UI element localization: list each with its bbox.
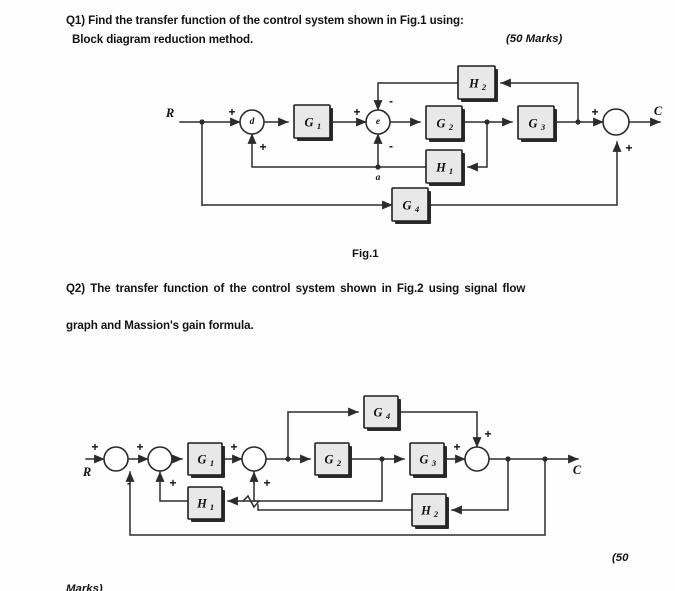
fig2-sum-junction-3[interactable] <box>241 446 267 472</box>
fig2-sign-sum1-minus: - <box>127 476 131 490</box>
fig1-block-G4[interactable]: G 4 <box>391 187 431 224</box>
fig1-block-G2-label: G <box>436 117 445 131</box>
fig1-block-G3-sub: 3 <box>540 122 546 132</box>
fig2-wire-node-to-h2 <box>451 458 509 515</box>
fig2-block-G2-label: G <box>324 453 333 467</box>
fig2-block-G3[interactable]: G 3 <box>409 442 447 478</box>
fig2-wire-h1-to-sum2 <box>155 471 189 502</box>
fig2-output-label-C: C <box>573 463 582 477</box>
fig1-block-H2[interactable]: H 2 <box>457 65 498 102</box>
fig2-wire-g4-to-sum4 <box>397 411 482 448</box>
fig1-block-H1[interactable]: H 1 <box>425 149 465 186</box>
fig2-block-G3-label: G <box>419 453 428 467</box>
fig1-block-H2-sub: 2 <box>481 82 487 92</box>
fig2-block-G1-label: G <box>197 453 206 467</box>
fig1-block-G3-label: G <box>528 117 537 131</box>
fig2-wire-outer-feedback-to-sum1 <box>125 458 546 536</box>
fig2-wire-node-to-g4 <box>287 407 359 460</box>
fig2-wire-node-g2-to-h1-rail <box>235 458 383 502</box>
fig1-sign-e-plus-in: + <box>353 105 360 119</box>
fig2-node-dot-output-2 <box>542 456 548 462</box>
node-dot-a <box>375 164 381 170</box>
fig2-block-G4[interactable]: G 4 <box>363 395 401 431</box>
fig1-input-label-R: R <box>165 106 174 120</box>
fig1-svg-canvas: H 2 G 1 G 2 G 3 <box>165 65 663 224</box>
fig1-sign-d-plus-fb: + <box>259 140 266 154</box>
fig1-block-G3[interactable]: G 3 <box>517 105 557 142</box>
q2-marks-label: (50 <box>612 552 629 564</box>
fig2-block-G2-sub: 2 <box>336 458 342 468</box>
figure-1-caption: Fig.1 <box>352 248 379 260</box>
fig1-block-G1-label: G <box>304 116 313 130</box>
q1-question-line-2: Block diagram reduction method. <box>72 33 254 46</box>
fig2-sign-sum1-plus: + <box>91 440 98 454</box>
fig1-block-H2-label: H <box>468 77 480 91</box>
fig2-sum-junction-2[interactable] <box>147 446 173 472</box>
fig1-output-label-C: C <box>654 104 663 118</box>
node-dot-g2-out <box>484 119 490 125</box>
fig1-block-H1-sub: 1 <box>449 166 453 176</box>
fig2-sum-junction-1[interactable] <box>103 446 129 472</box>
fig1-sum-junction-d[interactable]: d <box>239 109 265 135</box>
q2-question-line-1: Q2) The transfer function of the control… <box>66 282 526 295</box>
node-dot-r-branch <box>199 119 205 125</box>
fig1-sign-out-plus-bottom: + <box>625 141 632 155</box>
fig2-sign-sum4-plus-in: + <box>453 440 460 454</box>
wire-node-a-to-sum-d <box>247 133 379 168</box>
fig1-sign-e-minus-top: - <box>389 94 393 108</box>
fig2-sign-sum2-plus-fb: + <box>169 476 176 490</box>
fig2-block-H2-sub: 2 <box>433 509 439 519</box>
fig2-node-dot-sum3-out <box>285 456 291 462</box>
wire-h2-to-sum-e <box>373 82 459 111</box>
fig2-block-H1-label: H <box>196 497 208 511</box>
fig1-block-G1[interactable]: G 1 <box>293 104 333 141</box>
fig1-block-G2-sub: 2 <box>448 122 454 132</box>
node-dot-g3-out <box>575 119 581 125</box>
fig2-wire-crossing-jump <box>241 494 261 509</box>
fig2-block-G1[interactable]: G 1 <box>187 442 225 478</box>
fig2-block-H2-label: H <box>420 504 432 518</box>
fig2-block-G4-label: G <box>373 406 382 420</box>
fig2-block-G3-sub: 3 <box>431 458 437 468</box>
q2-marks-label-cutoff: Marks) <box>66 583 103 591</box>
figure-1-block-diagram: H 2 G 1 G 2 G 3 <box>0 0 675 240</box>
wire-g4-to-output-sum <box>425 141 622 206</box>
fig2-sign-sum4-plus-top: + <box>484 427 491 441</box>
fig2-block-G4-sub: 4 <box>385 411 391 421</box>
fig2-block-H2[interactable]: H 2 <box>411 493 449 529</box>
fig2-node-dot-g2-out <box>379 456 385 462</box>
q1-marks-label: (50 Marks) <box>506 33 563 45</box>
fig1-node-label-a: a <box>376 173 381 183</box>
fig2-sum-junction-4[interactable] <box>464 446 490 472</box>
fig1-sum-junction-e-label: e <box>376 117 381 127</box>
fig2-block-H1[interactable]: H 1 <box>187 486 225 522</box>
fig2-block-H1-sub: 1 <box>210 502 214 512</box>
fig1-block-G4-sub: 4 <box>414 204 420 214</box>
fig2-sign-sum3-plus-in: + <box>230 440 237 454</box>
fig1-block-G4-label: G <box>402 199 411 213</box>
fig1-sign-e-minus-bottom: - <box>389 139 393 153</box>
fig2-block-G1-sub: 1 <box>210 458 214 468</box>
wire-node-to-h2 <box>500 78 579 123</box>
fig1-sign-out-plus-top: + <box>591 105 598 119</box>
fig2-sign-sum3-plus-fb: + <box>263 476 270 490</box>
fig1-sum-junction-output[interactable] <box>602 108 630 136</box>
fig1-sign-d-plus-in: + <box>228 105 235 119</box>
fig2-node-dot-output-1 <box>505 456 511 462</box>
q2-question-line-2: graph and Massion's gain formula. <box>66 319 254 332</box>
fig2-wire-h2-to-sum3-rail <box>257 504 413 511</box>
fig1-block-G1-sub: 1 <box>317 121 321 131</box>
fig1-block-G2[interactable]: G 2 <box>425 105 465 142</box>
fig1-sum-junction-e[interactable]: e <box>365 109 391 135</box>
fig2-input-label-R: R <box>82 465 91 479</box>
fig2-block-G2[interactable]: G 2 <box>314 442 352 478</box>
fig1-block-H1-label: H <box>435 161 447 175</box>
q1-question-line-1: Q1) Find the transfer function of the co… <box>66 14 464 27</box>
fig2-sign-sum2-plus-in: + <box>136 440 143 454</box>
fig1-sum-junction-d-label: d <box>250 117 255 127</box>
wire-node-to-h1 <box>467 121 488 172</box>
